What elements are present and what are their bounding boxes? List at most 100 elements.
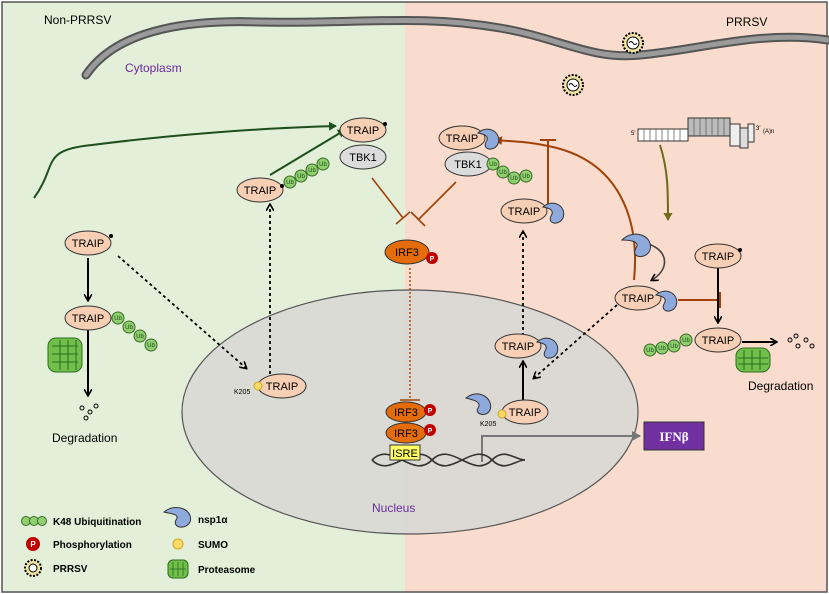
proteasome-icon [47,337,83,373]
svg-text:Ub: Ub [297,174,305,180]
svg-text:K48 Ubiquitination: K48 Ubiquitination [53,517,141,528]
ifnb-box: IFNβ [643,421,705,451]
svg-text:Ub: Ub [319,162,327,168]
legend-phos: P Phosphorylation [26,537,132,551]
traip-tbk1-nsp-complex: TBK1 TRAIP Ub Ub Ub Ub [438,125,533,185]
ub-chain: Ub Ub Ub Ub [111,311,158,352]
svg-text:TRAIP: TRAIP [508,206,540,218]
degradation-label-left: Degradation [52,431,117,445]
svg-text:K205: K205 [480,421,496,428]
traip-protein: TRAIP [64,230,113,256]
nucleus-label: Nucleus [372,501,415,515]
svg-text:P: P [430,256,435,263]
svg-text:Ub: Ub [646,348,654,354]
legend-nsp: nsp1α [162,507,228,528]
svg-text:P: P [30,540,36,549]
svg-text:Proteasome: Proteasome [198,565,256,576]
isre-element: ISRE [389,444,421,461]
nsp1a-free [620,233,651,257]
svg-text:PRRSV: PRRSV [53,564,88,575]
svg-text:TRAIP: TRAIP [244,185,276,197]
svg-text:TBK1: TBK1 [454,159,482,171]
svg-text:IFNβ: IFNβ [659,429,688,444]
prrsv-virion-icon [562,74,584,96]
svg-text:Phosphorylation: Phosphorylation [53,540,132,551]
ub-chain: Ub Ub Ub Ub [486,157,533,185]
svg-text:K205: K205 [234,389,250,396]
prrsv-title: PRRSV [726,15,767,29]
svg-text:Ub: Ub [286,180,294,186]
arrow-cyto-to-nucleus-right [534,304,618,378]
svg-text:TRAIP: TRAIP [266,381,298,393]
svg-text:Ub: Ub [522,174,530,180]
svg-text:(A)n: (A)n [763,129,774,135]
svg-text:TRAIP: TRAIP [509,407,541,419]
arrow-genome-to-nsp [659,144,673,221]
traip-ubiquitinated: TRAIP Ub Ub Ub Ub [64,305,158,352]
arrow-traip-to-nucleus [117,255,246,368]
traip-nsp-right: TRAIP [614,285,678,312]
svg-text:Ub: Ub [510,176,518,182]
arrow-feedback-curve [33,121,337,199]
svg-text:nsp1α: nsp1α [198,515,228,526]
svg-text:TRAIP: TRAIP [702,335,734,347]
svg-text:SUMO: SUMO [198,540,228,551]
svg-text:TRAIP: TRAIP [72,313,104,325]
svg-text:TRAIP: TRAIP [347,125,379,137]
svg-text:IRF3: IRF3 [394,407,418,419]
svg-text:TRAIP: TRAIP [72,238,104,250]
svg-text:Ub: Ub [136,334,144,340]
legend-k48: K48 Ubiquitination [21,516,141,528]
legend: K48 Ubiquitination P Phosphorylation PRR… [21,507,256,579]
svg-text:TRAIP: TRAIP [702,251,734,263]
proteasome-icon [735,347,771,373]
svg-text:P: P [428,408,433,415]
legend-prrsv: PRRSV [24,559,88,577]
svg-text:Ub: Ub [147,343,155,349]
arrow-traip-to-tbk1 [269,129,346,176]
svg-text:TBK1: TBK1 [349,152,377,164]
inhibit-tbk1-left [371,177,411,225]
traip-nsp-mid: TRAIP [500,198,565,224]
ub-chain: Ub Ub Ub Ub [643,333,693,357]
svg-text:Ub: Ub [125,325,133,331]
traip-tbk1-complex-left: TBK1 TRAIP [339,117,387,170]
legend-sumo: SUMO [172,538,228,551]
svg-text:3': 3' [756,126,760,132]
prrsv-virion-icon [622,32,644,54]
svg-text:IRF3: IRF3 [394,428,418,440]
svg-text:Ub: Ub [308,168,316,174]
cytoplasm-label: Cytoplasm [125,61,182,75]
traip-nsp-nucleus: TRAIP [494,333,559,359]
svg-text:TRAIP: TRAIP [502,341,534,353]
ub-chain: Ub Ub Ub Ub [283,157,330,189]
svg-text:5': 5' [631,131,635,137]
degradation-products-icon [79,403,99,421]
svg-text:Ub: Ub [489,162,497,168]
svg-text:Ub: Ub [114,316,122,322]
svg-text:IRF3: IRF3 [395,247,419,259]
svg-text:TRAIP: TRAIP [446,133,478,145]
svg-text:TRAIP: TRAIP [622,293,654,305]
degradation-label-right: Degradation [748,379,813,393]
traip-protein-right: TRAIP [694,243,742,269]
irf3-dimer: IRF3 P IRF3 P [385,401,436,444]
non-prrsv-title: Non-PRRSV [44,13,111,27]
inhibit-tbk1-right [410,181,457,227]
svg-text:Ub: Ub [682,338,690,344]
viral-genome: 5' 3' (A)n [631,117,774,149]
arrow-isre-to-ifnb [481,431,641,462]
legend-proteasome: Proteasome [167,559,256,579]
svg-text:ISRE: ISRE [392,448,418,460]
svg-text:Ub: Ub [499,170,507,176]
traip-k205-nucleus-right: TRAIP K205 [464,393,549,428]
svg-text:Ub: Ub [658,346,666,352]
svg-text:P: P [428,428,433,435]
svg-text:Ub: Ub [670,344,678,350]
traip-sumo-nucleus-left: TRAIP K205 [234,373,307,399]
traip-ub-cytoplasm: TRAIP Ub Ub Ub Ub [236,157,330,203]
irf3-phosphorylated: IRF3 P [384,239,438,265]
traip-ub-right: TRAIP Ub Ub Ub Ub [643,327,742,357]
